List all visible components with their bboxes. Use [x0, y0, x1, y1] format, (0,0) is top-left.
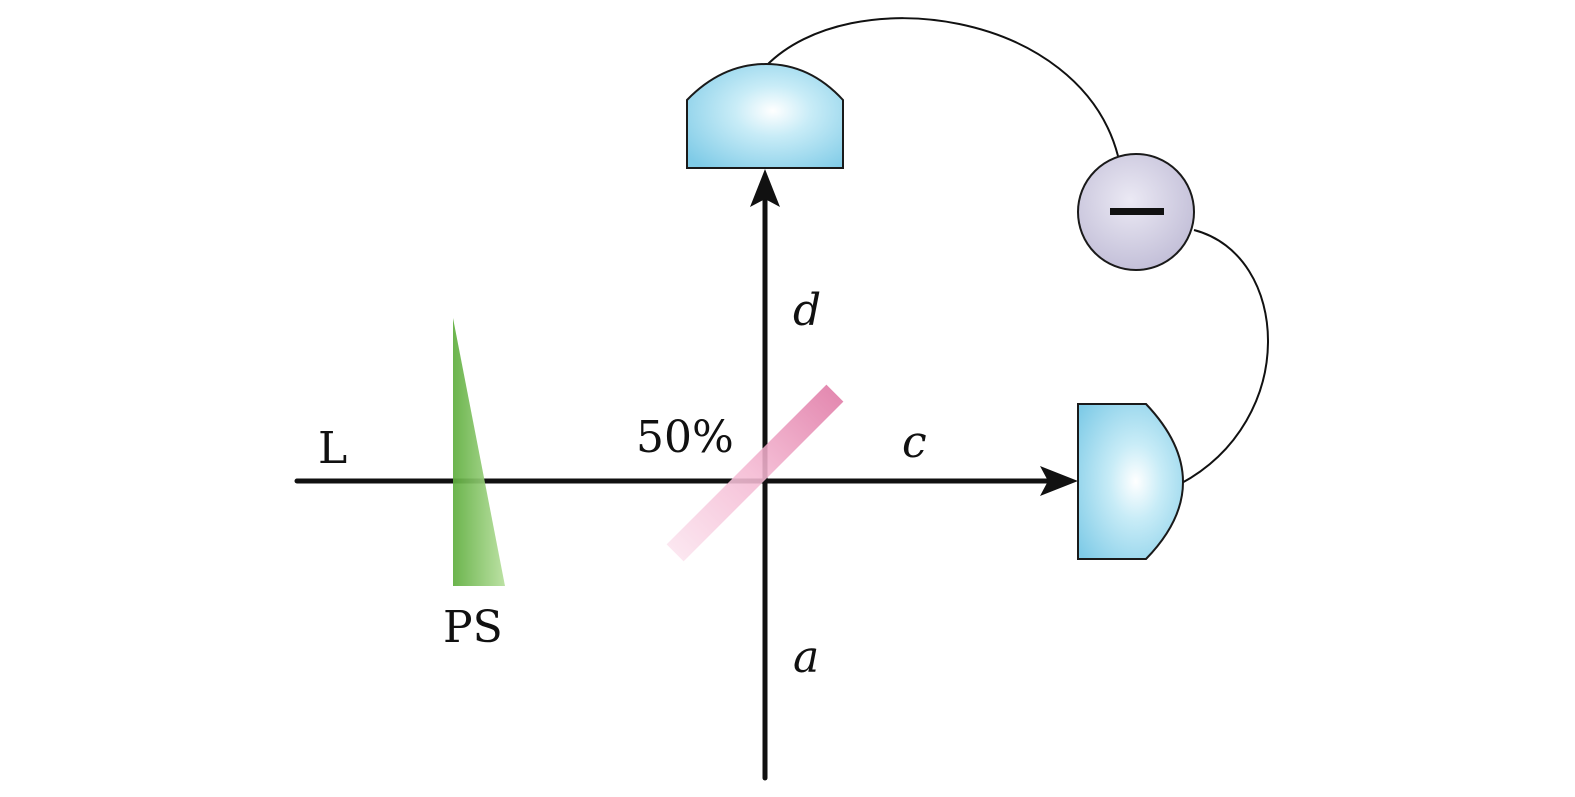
label-port-c: c — [902, 417, 927, 468]
detector-right — [1077, 403, 1185, 560]
arrowhead-d — [750, 169, 780, 207]
label-beam-splitter: 50% — [636, 412, 734, 463]
label-input-beam: L — [318, 423, 347, 474]
detector-top — [686, 62, 844, 169]
label-phase-shifter: PS — [443, 602, 503, 653]
wire-top-detector — [765, 17, 1119, 157]
phase-shifter-wedge — [453, 318, 505, 586]
label-port-d: d — [793, 285, 821, 336]
subtractor-minus-icon — [1110, 208, 1164, 215]
label-port-a: a — [793, 632, 819, 683]
beam-splitter — [666, 384, 844, 562]
wire-right-detector — [1179, 229, 1269, 485]
arrowhead-c — [1040, 466, 1078, 496]
